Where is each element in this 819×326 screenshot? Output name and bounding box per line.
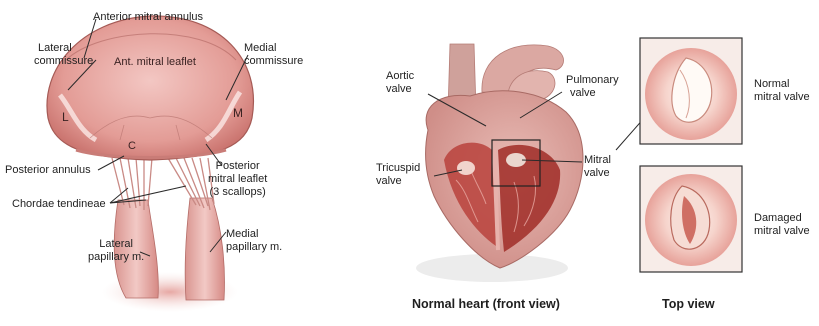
- heart-front-view: [416, 44, 660, 282]
- top-view-panels: [640, 38, 742, 272]
- posterior-leaflet-label: Posterior mitral leaflet (3 scallops): [208, 160, 267, 199]
- damaged-valve-label: Damaged mitral valve: [754, 212, 810, 238]
- commissure-marker-C: C: [128, 140, 136, 152]
- lateral-marker-L: L: [62, 110, 69, 124]
- mitral-valve-dome: [47, 16, 253, 160]
- posterior-annulus-label: Posterior annulus: [5, 164, 91, 177]
- anterior-annulus-label: Anterior mitral annulus: [93, 11, 203, 24]
- top-view-caption: Top view: [662, 298, 715, 311]
- heart-caption: Normal heart (front view): [412, 298, 560, 311]
- medial-papillary-muscle: [185, 198, 224, 300]
- lateral-papillary-label: Lateral papillary m.: [88, 238, 144, 264]
- tricuspid-valve-label: Tricuspid valve: [376, 162, 420, 188]
- mitral-valve-label: Mitral valve: [584, 154, 611, 180]
- tricuspid-valve-shape: [457, 161, 475, 175]
- chordae-label: Chordae tendineae: [12, 198, 106, 211]
- medial-papillary-label: Medial papillary m.: [226, 228, 282, 254]
- medial-marker-M: M: [233, 106, 243, 120]
- medial-commissure-label: Medial commissure: [244, 42, 303, 68]
- anterior-leaflet-label: Ant. mitral leaflet: [114, 56, 196, 68]
- aortic-valve-label: Aortic valve: [386, 70, 414, 96]
- normal-valve-label: Normal mitral valve: [754, 78, 810, 104]
- lateral-commissure-label: Lateral commissure: [34, 42, 93, 68]
- pulmonary-valve-label: Pulmonary valve: [566, 74, 619, 100]
